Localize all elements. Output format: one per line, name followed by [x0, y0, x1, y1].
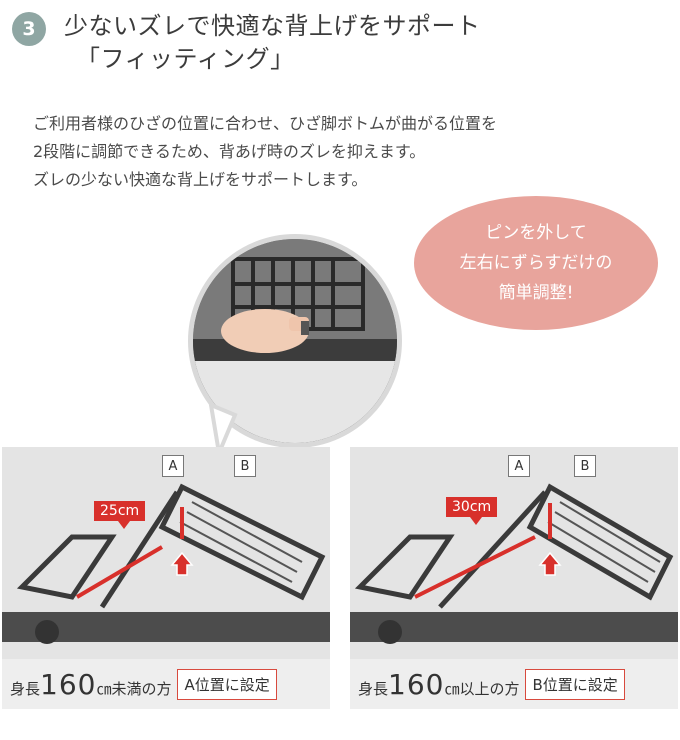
description-line-1: ご利用者様のひざの位置に合わせ、ひざ脚ボトムが曲がる位置を [33, 114, 498, 133]
zoom-pointer [208, 405, 238, 455]
label-b: B [574, 455, 596, 477]
panel-caption: 身長160㎝以上の方 B位置に設定 [350, 659, 678, 709]
label-a: A [508, 455, 530, 477]
title-line-2: 「フィッティング」 [76, 45, 295, 73]
caption-unit: ㎝以上の方 [444, 679, 520, 698]
label-a: A [162, 455, 184, 477]
caption-number: 160 [40, 667, 97, 701]
bubble-line-3: 簡単調整! [498, 283, 574, 303]
bed-illustration-a [2, 447, 330, 659]
distance-label: 25cm [94, 501, 146, 529]
bubble-line-2: 左右にずらすだけの [459, 253, 613, 273]
panel-b: A B 30cm 身長160㎝以上の方 B位置に設定 [350, 447, 678, 709]
tip-bubble: ピンを外して 左右にずらすだけの 簡単調整! [414, 196, 658, 330]
description: ご利用者様のひざの位置に合わせ、ひざ脚ボトムが曲がる位置を 2段階に調節できるた… [33, 110, 497, 194]
caption-unit: ㎝未満の方 [96, 679, 172, 698]
caption-prefix: 身長 [10, 679, 41, 698]
setting-badge: A位置に設定 [177, 668, 277, 700]
setting-badge: B位置に設定 [525, 668, 625, 700]
title-line-1: 少ないズレで快適な背上げをサポート [64, 12, 481, 40]
caption-prefix: 身長 [358, 679, 389, 698]
step-number: 3 [22, 18, 36, 40]
step-badge: 3 [12, 12, 46, 46]
label-b: B [234, 455, 256, 477]
panel-caption: 身長160㎝未満の方 A位置に設定 [2, 659, 330, 709]
distance-label: 30cm [446, 497, 498, 525]
description-line-2: 2段階に調節できるため、背あげ時のズレを抑えます。 [33, 142, 426, 161]
bed-illustration-b [350, 447, 678, 659]
panel-a: A B 25cm 身長160㎝未満の方 A位置に設定 [2, 447, 330, 709]
page-title: 少ないズレで快適な背上げをサポート 「フィッティング」 [64, 10, 481, 76]
bubble-line-1: ピンを外して [485, 223, 587, 243]
caption-number: 160 [388, 667, 445, 701]
description-line-3: ズレの少ない快適な背上げをサポートします。 [33, 170, 368, 189]
